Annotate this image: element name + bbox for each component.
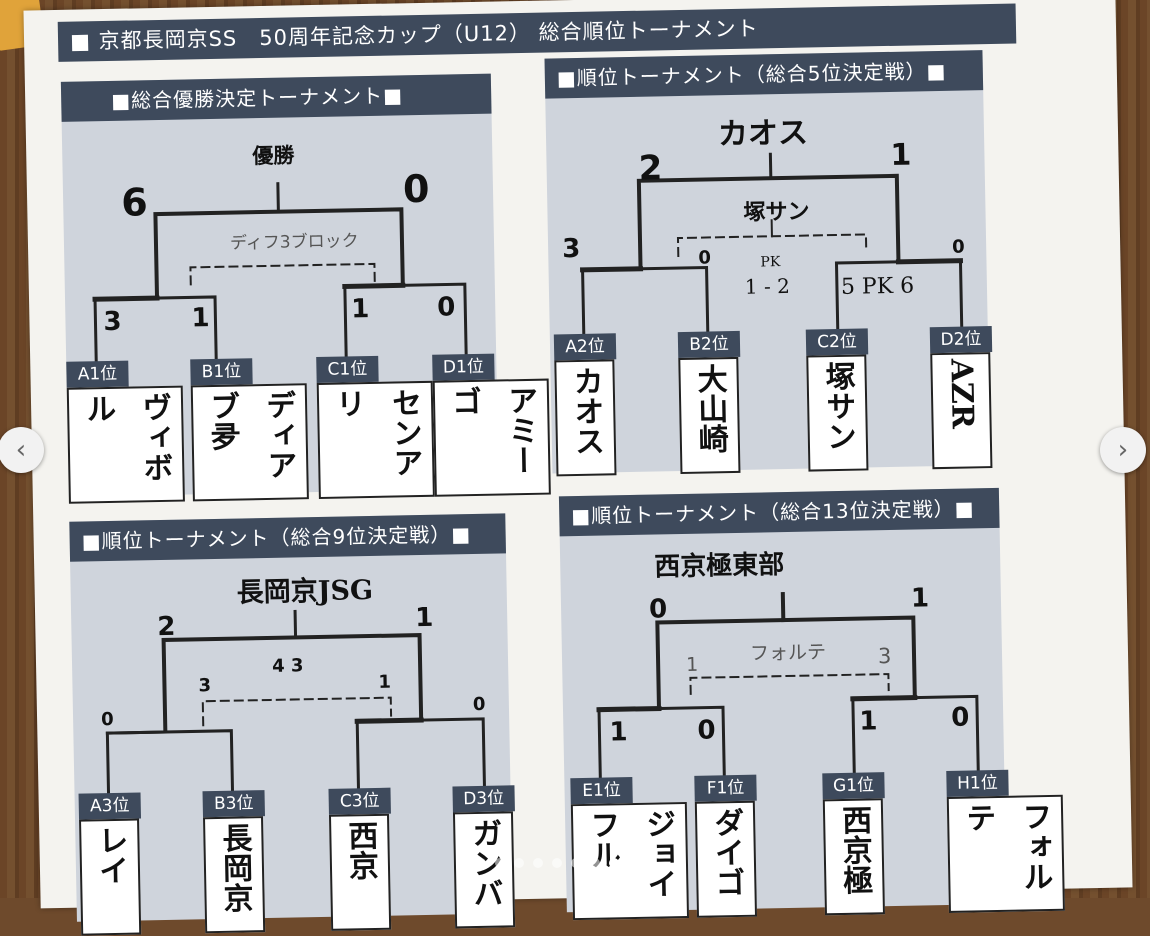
team-slot: A1位ヴィボル xyxy=(66,361,131,504)
carousel-dot[interactable] xyxy=(590,858,600,868)
team-slot: G1位西京極 xyxy=(822,772,887,915)
score: 0 xyxy=(698,247,711,268)
team-slot: A3位レイ xyxy=(79,792,144,935)
chevron-right-icon: › xyxy=(1118,435,1128,465)
panel-13th-place: ■順位トーナメント（総合13位決定戦）■ 西京極東部 0 1 1 0 1 0 フ… xyxy=(559,488,1007,912)
score: 0 xyxy=(101,709,114,730)
team-slot: D1位アミーゴ xyxy=(432,354,497,497)
score: 1 xyxy=(415,603,434,633)
carousel-prev-button[interactable]: ‹ xyxy=(0,427,44,473)
team-slot: A2位カオス xyxy=(554,333,619,476)
score: 2 xyxy=(638,148,662,188)
team-slot: H1位フォルテ xyxy=(946,770,1011,913)
semifinal-winner: 塚サン xyxy=(743,194,810,227)
carousel-dot[interactable] xyxy=(476,858,486,868)
panel-5th-place: ■順位トーナメント（総合5位決定戦）■ カオス 2 1 3 0 0 塚サン PK… xyxy=(544,50,990,473)
score: 0 xyxy=(473,694,486,715)
chevron-left-icon: ‹ xyxy=(16,435,26,465)
panel-championship: ■総合優勝決定トーナメント■ 優勝 6 0 3 1 1 0 ディフ3ブロック A… xyxy=(61,74,499,497)
team-slot: B1位ディアブ夛 xyxy=(190,358,255,501)
score: 0 xyxy=(952,237,965,258)
team-slot: C3位西京 xyxy=(328,788,393,931)
winner-label: 西京極東部 xyxy=(654,544,785,583)
score: 0 xyxy=(403,167,430,211)
carousel-indicator xyxy=(476,858,638,868)
pk-score: 5 PK 6 xyxy=(841,274,915,300)
score: 1 xyxy=(890,138,912,173)
carousel-dot[interactable] xyxy=(514,858,524,868)
team-slot: F1位ダイゴ xyxy=(694,775,759,918)
score: 3 xyxy=(562,234,581,264)
carousel-next-button[interactable]: › xyxy=(1100,427,1146,473)
score: 1 xyxy=(609,717,628,747)
score: 0 xyxy=(951,703,970,733)
team-slot: D3位ガンバ xyxy=(452,785,517,928)
score: 0 xyxy=(437,292,456,322)
score: 3 xyxy=(198,675,211,696)
score: 0 xyxy=(697,715,716,745)
carousel-dot[interactable] xyxy=(495,858,505,868)
score: 1 xyxy=(911,583,930,613)
team-slot: B2位大山崎 xyxy=(678,331,743,474)
panel-9th-place: ■順位トーナメント（総合9位決定戦）■ 長岡京JSG 2 1 0 3 4 3 1… xyxy=(69,513,513,921)
pencil-note: ディフ3ブロック xyxy=(230,226,359,253)
pencil-score: 1 xyxy=(686,654,699,676)
pk-score: 1 - 2 xyxy=(745,274,790,299)
pk-label: PK xyxy=(760,254,780,270)
team-slot: C1位センアリ xyxy=(316,356,381,499)
winner-label: 優勝 xyxy=(252,139,295,170)
team-slot: C2位塚サン xyxy=(806,328,871,471)
score: 3 xyxy=(103,307,122,337)
team-slot: B3位長岡京 xyxy=(203,790,268,933)
pencil-score: 3 xyxy=(878,644,892,668)
score: 4 3 xyxy=(272,655,304,677)
carousel-dot[interactable] xyxy=(571,858,581,868)
score: 1 xyxy=(351,294,370,324)
pencil-note: フォルテ xyxy=(750,637,827,665)
carousel-dot[interactable] xyxy=(552,858,562,868)
score: 1 xyxy=(378,672,391,693)
team-slot: E1位ジョイフル xyxy=(570,777,635,920)
score: 2 xyxy=(157,612,176,642)
tournament-sheet: ■ 京都長岡京SS 50周年記念カップ（U12） 総合順位トーナメント ■総合優… xyxy=(23,0,1132,908)
score: 1 xyxy=(859,706,878,736)
score: 0 xyxy=(649,594,668,624)
carousel-dot[interactable] xyxy=(533,858,543,868)
carousel-dot[interactable] xyxy=(609,858,619,868)
winner-label: カオス xyxy=(718,108,809,154)
score: 6 xyxy=(121,180,148,224)
carousel-dot[interactable] xyxy=(628,858,638,868)
score: 1 xyxy=(191,303,210,333)
winner-label: 長岡京JSG xyxy=(236,568,373,610)
